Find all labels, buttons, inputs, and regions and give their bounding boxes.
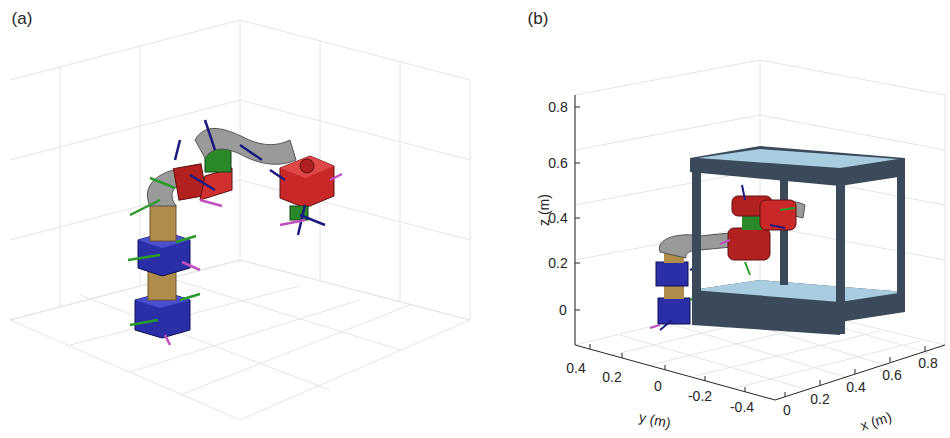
- robot-arm-b: [650, 185, 805, 330]
- axis-tick: 0.6: [882, 368, 901, 382]
- axis-tick: 0: [654, 379, 662, 393]
- axis-tick: 0.4: [846, 380, 865, 394]
- axis-title: x (m): [859, 409, 894, 432]
- box-front: [692, 172, 905, 334]
- axis-tick: 0.8: [548, 100, 567, 114]
- axis-tick: 0.2: [602, 370, 621, 384]
- axis-tick: 0: [783, 403, 791, 417]
- axis-tick: 0: [559, 303, 567, 317]
- grid: [10, 20, 945, 420]
- panel-label: (a): [12, 10, 33, 27]
- axis-tick: 0.2: [548, 256, 567, 270]
- panel-label: (b): [528, 10, 549, 27]
- axis-tick: 0.8: [918, 356, 937, 370]
- axis-tick: 0.4: [566, 361, 585, 375]
- axis-tick: 0.6: [548, 156, 567, 170]
- axis-tick: 0.4: [548, 211, 567, 225]
- axis-title: z (m): [537, 194, 551, 226]
- robot-arm-a: [128, 120, 342, 345]
- axis-tick: -0.4: [730, 400, 754, 414]
- axis-tick: -0.2: [688, 389, 712, 403]
- axis-title: y (m): [638, 410, 672, 430]
- axis-tick: 0.2: [810, 392, 829, 406]
- axes: [575, 95, 945, 400]
